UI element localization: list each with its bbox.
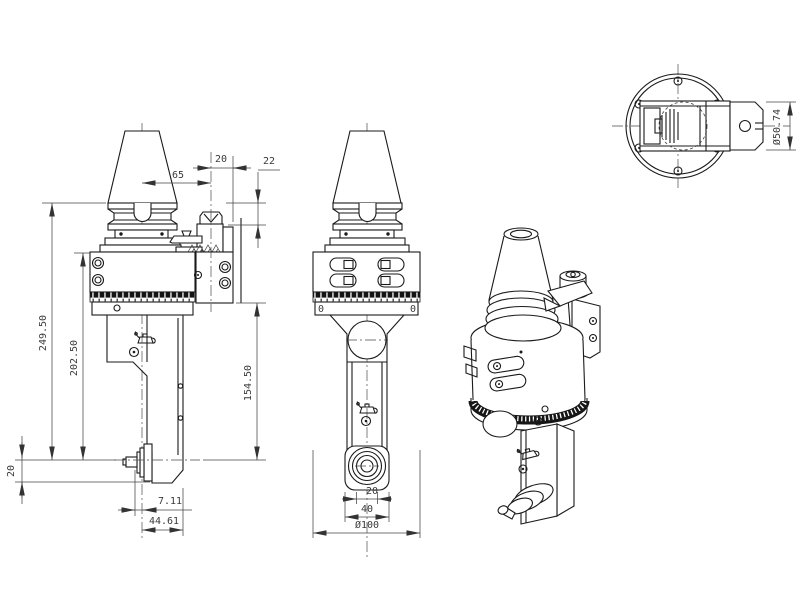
iso-spindle [497,483,554,520]
v-flange [324,202,410,253]
spindle-shaft [125,456,138,468]
dim-overall-height: 249.50 [38,315,49,351]
dim-gauge-to-block: 22 [263,156,275,167]
dim-spindle-to-base: 20 [6,465,17,477]
output-spindle-nose [344,445,390,491]
side-arm [106,315,200,484]
dim-body-diameter: Ø100 [355,519,379,531]
front-arm [329,314,405,491]
dim-nose-to-center: 7.11 [158,496,182,507]
isometric-view [463,227,601,525]
side-body [89,251,234,316]
torque-stop-block [169,211,242,303]
iso-taper-cone [484,227,593,342]
spindle-flange [143,443,153,482]
side-view-dimensions: 249.50 202.50 154.50 20 65 20 22 7.11 44… [6,152,280,536]
taper-cone [332,130,402,204]
top-view [612,64,790,188]
dim-pin-to-edge: 20 [215,154,227,165]
top-view-dimensions: Ø50.74 [766,101,796,151]
front-view-dimensions: 20 40 Ø100 [312,450,421,538]
side-view [89,123,242,538]
v-flange [99,202,182,253]
taper-cone [107,130,178,204]
iso-clamp [547,280,593,307]
clamp-lever [169,235,203,244]
dim-body-height: 202.50 [69,340,80,376]
clamp-extension [729,101,764,151]
scale-zero-left: 0 [318,304,324,315]
front-view: 0 0 [312,123,421,560]
dim-center-to-arm-edge: 44.61 [149,516,179,527]
iso-neck [482,410,518,438]
dim-center-to-pin: 65 [172,170,184,181]
front-body: 0 0 [312,251,421,316]
graduation-scale-band [89,291,196,303]
graduation-scale-band [312,291,421,303]
scale-zero-right: 0 [410,304,416,315]
dim-nose-width: 40 [361,504,373,515]
dim-block-to-spindle: 154.50 [243,365,254,401]
dim-pilot-width: 20 [366,486,378,497]
oil-lubrication-icon [134,330,156,344]
dim-clamp-diameter: Ø50.74 [771,109,783,145]
